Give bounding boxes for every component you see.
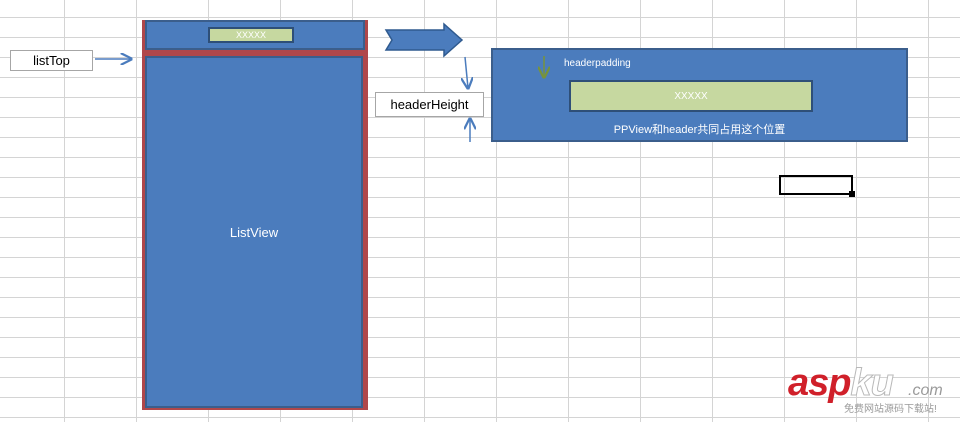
header-height-label: headerHeight: [375, 92, 484, 117]
watermark-main: aspku: [788, 362, 894, 405]
watermark-com: .com: [908, 382, 943, 399]
list-view: ListView: [145, 56, 363, 408]
panel-caption: PPView和header共同占用这个位置: [491, 121, 908, 137]
list-top-label: listTop: [10, 50, 93, 71]
title-bar-label-text: XXXXX: [235, 30, 266, 40]
watermark-logo: aspku .com 免费网站源码下载站!: [788, 362, 958, 416]
header-content-text: XXXXX: [674, 90, 708, 102]
title-bar-label: XXXXX: [208, 27, 294, 43]
header-padding-text: headerpadding: [564, 58, 631, 69]
header-height-arrow-down: [465, 56, 468, 88]
header-height-text: headerHeight: [390, 97, 469, 112]
panel-caption-text: PPView和header共同占用这个位置: [613, 124, 786, 136]
watermark-subtitle: 免费网站源码下载站!: [844, 404, 937, 415]
header-content-bar: XXXXX: [569, 80, 813, 112]
watermark-ku: ku: [850, 362, 894, 405]
fill-handle[interactable]: [849, 191, 855, 197]
list-view-label: ListView: [229, 224, 279, 240]
watermark-asp: asp: [788, 362, 851, 404]
big-right-arrow: [384, 22, 464, 58]
selected-cell[interactable]: [779, 175, 853, 195]
header-padding-label: headerpadding: [564, 58, 631, 69]
list-top-text: listTop: [33, 53, 70, 68]
